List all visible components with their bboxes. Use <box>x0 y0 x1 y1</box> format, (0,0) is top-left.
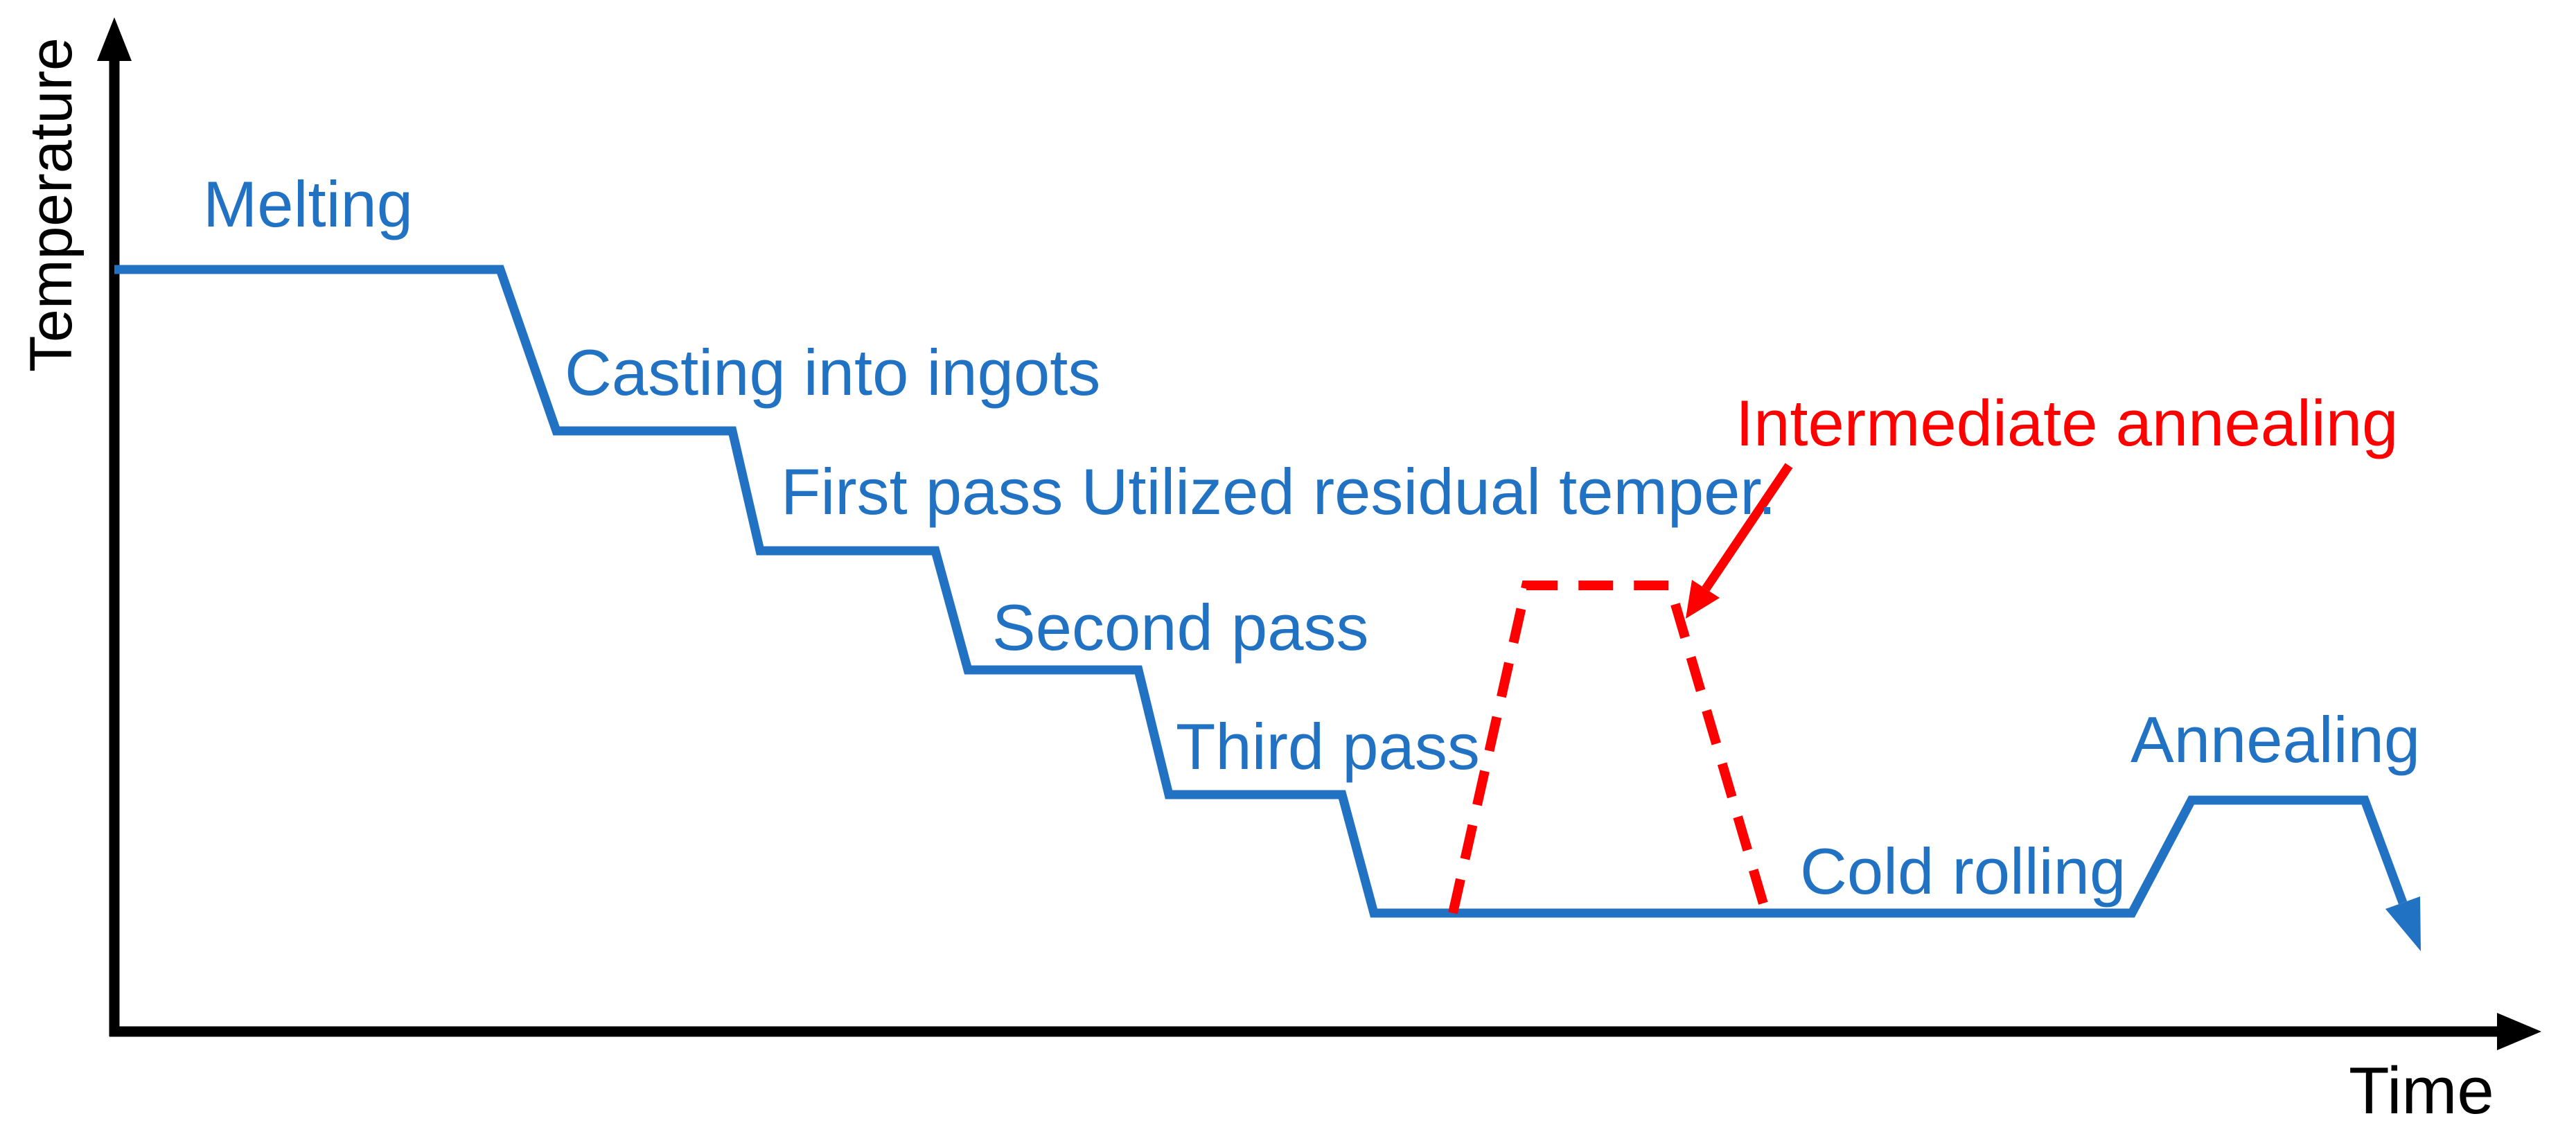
stage-label-second-pass: Second pass <box>992 591 1368 664</box>
y-axis-arrowhead-icon <box>97 17 132 61</box>
process-curve-end-arrowhead-icon <box>2385 896 2421 951</box>
x-axis-label: Time <box>2349 1054 2494 1128</box>
x-axis-arrowhead-icon <box>2497 1013 2541 1050</box>
process-curve <box>114 265 2408 918</box>
stage-label-casting: Casting into ingots <box>565 336 1100 409</box>
stage-label-first-pass: First pass Utilized residual temper. <box>781 455 1776 528</box>
annotation-arrowhead-icon <box>1686 580 1720 619</box>
stage-label-annealing: Annealing <box>2131 703 2420 776</box>
annotation-label-intermediate-annealing: Intermediate annealing <box>1736 387 2398 459</box>
annotation-arrow-shaft <box>1702 463 1793 592</box>
stage-label-third-pass: Third pass <box>1176 710 1480 783</box>
y-axis-label: Temperature <box>18 37 85 372</box>
stage-label-melting: Melting <box>203 168 413 240</box>
intermediate-annealing-curve <box>1448 581 1771 914</box>
stage-label-cold-rolling: Cold rolling <box>1800 835 2126 908</box>
